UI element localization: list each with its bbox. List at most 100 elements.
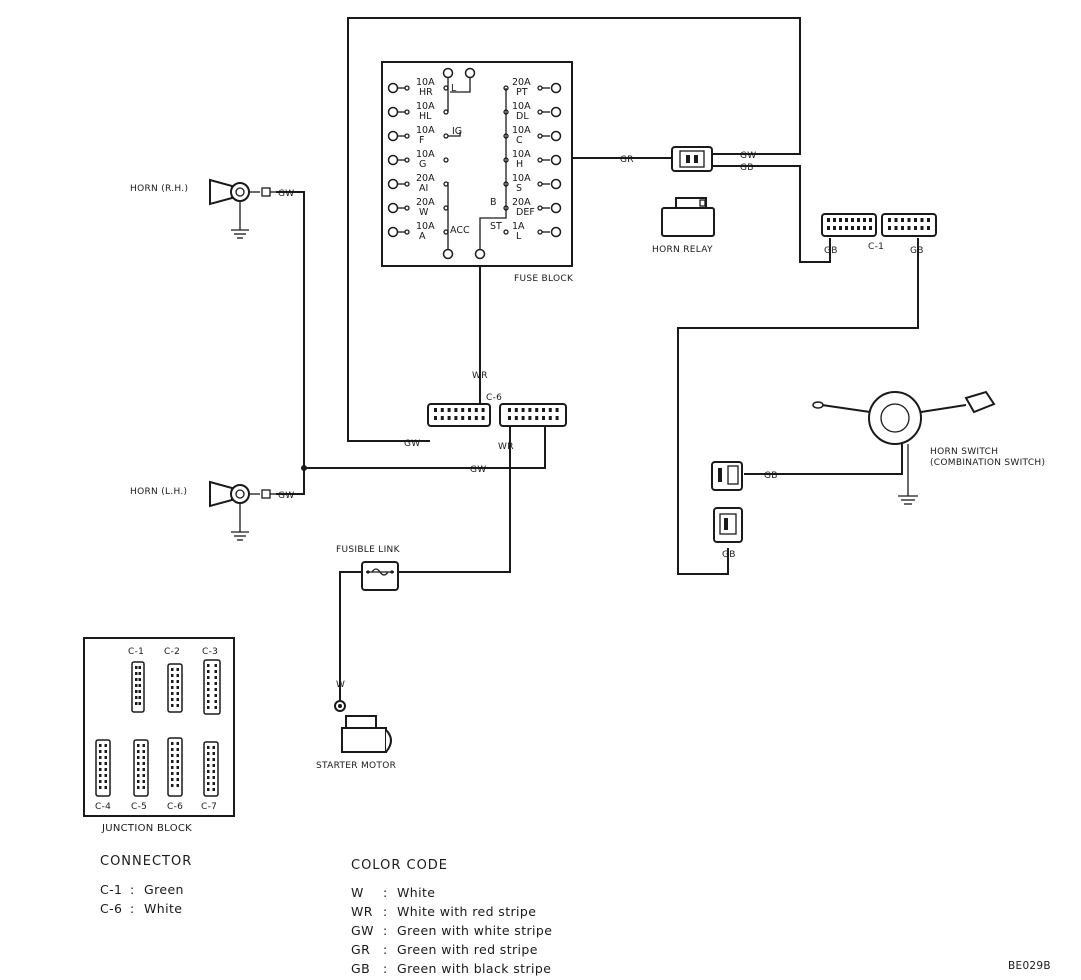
fuse-code: S	[516, 183, 522, 194]
horn-switch-sublabel: (COMBINATION SWITCH)	[930, 458, 1045, 468]
legend-code: C-1	[100, 882, 123, 897]
connector-pin	[535, 408, 539, 412]
fuse-code: C	[516, 135, 523, 146]
connector-pin	[845, 218, 848, 222]
color-code-title: COLOR CODE	[351, 858, 449, 873]
fuse-amp: 20A	[512, 197, 531, 208]
fusible-link-label: FUSIBLE LINK	[336, 545, 401, 555]
connector-pin	[528, 416, 532, 420]
fuse-block-label: FUSE BLOCK	[514, 274, 574, 284]
wires	[276, 17, 919, 700]
junction-connector-label: C-1	[128, 647, 144, 657]
fuse-code: AI	[419, 183, 428, 194]
connector-pin	[481, 408, 485, 412]
bus-l	[447, 78, 471, 112]
horn-switch-label: HORN SWITCH	[930, 447, 998, 457]
fuse-code: DL	[516, 111, 529, 122]
connector-pin	[454, 416, 458, 420]
wire-label-gr: GR	[620, 155, 634, 165]
connector-pin	[920, 226, 924, 230]
legend-code: GW	[351, 923, 374, 938]
connector-pin	[434, 416, 437, 420]
wire-label-gb-lower: GB	[722, 550, 736, 560]
junction-block-label: JUNCTION BLOCK	[101, 823, 192, 834]
legend-separator: :	[383, 923, 388, 938]
connector-pin	[839, 226, 842, 230]
fuse-amp: 10A	[416, 125, 435, 136]
connector-pin	[851, 218, 854, 222]
connector-pin	[845, 226, 848, 230]
fuse-amp: 10A	[512, 125, 531, 136]
connector-pin	[514, 408, 518, 412]
wire-w-starter	[339, 571, 362, 700]
wire-label-gw-relay: GW	[740, 151, 756, 161]
legend-separator: :	[130, 882, 135, 897]
connector-pin	[468, 408, 471, 412]
wire-label-gb-c1-right: GB	[910, 246, 924, 256]
fuse-amp: 10A	[512, 101, 531, 112]
connector-pin	[839, 218, 842, 222]
bus-label-l: L	[451, 83, 457, 94]
junction-connector-c-6: C-6	[167, 737, 183, 812]
starter-motor-label: STARTER MOTOR	[316, 761, 396, 771]
fuse-code: HL	[419, 111, 432, 122]
connector-tag-c1: C-1	[868, 242, 884, 252]
fuse-code: W	[419, 207, 429, 218]
wire-label-gb-c1-left: GB	[824, 246, 838, 256]
fuse-code: F	[419, 135, 424, 146]
legend-name: White	[144, 901, 183, 916]
fusible-link	[361, 561, 399, 591]
fuse-code: G	[419, 159, 426, 170]
starter-motor	[334, 700, 392, 753]
connector-pin	[927, 218, 930, 222]
legend-name: White	[397, 885, 436, 900]
wire-gw-loop	[347, 17, 801, 442]
connector-pin	[440, 408, 444, 412]
legend-name: White with red stripe	[397, 904, 537, 919]
junction-connector-c-4: C-4	[95, 739, 111, 812]
junction-connector-label: C-2	[164, 647, 180, 657]
wire-gb-switch-lower	[677, 238, 919, 575]
horn-switch-connector-upper	[711, 461, 743, 491]
connector-c1	[821, 213, 937, 237]
connector-pin	[914, 218, 917, 222]
connector-pin	[474, 416, 478, 420]
connector-pin	[888, 218, 891, 222]
wire-gb-horn-switch	[744, 430, 903, 475]
wire-label-gb-relay: GB	[740, 163, 754, 173]
junction-connector-label: C-7	[201, 802, 217, 812]
legend-separator: :	[383, 904, 388, 919]
connector-pin	[851, 226, 854, 230]
connector-pin	[521, 408, 525, 412]
legend-code: C-6	[100, 901, 123, 916]
connector-pin	[447, 416, 451, 420]
fuse-amp: 10A	[416, 101, 435, 112]
legend-name: Green	[144, 882, 184, 897]
fuse-code: HR	[419, 87, 433, 98]
connector-pin	[833, 218, 836, 222]
legend-code: W	[351, 885, 364, 900]
fuse-amp: 10A	[512, 149, 531, 160]
connector-pin	[535, 416, 539, 420]
fuse-amp: 1A	[512, 221, 525, 232]
connector-pin	[863, 218, 866, 222]
wire-label-gw-lh: GW	[278, 491, 294, 501]
fuse-amp: 10A	[416, 77, 435, 88]
connector-pin	[474, 408, 478, 412]
junction-connector-c-7: C-7	[201, 741, 219, 812]
connector-c6	[427, 403, 567, 427]
legend-code: GB	[351, 961, 371, 976]
junction-connector-c-1: C-1	[128, 647, 145, 713]
connector-pin	[514, 416, 518, 420]
connector-pin	[907, 226, 911, 230]
connector-pin	[857, 226, 860, 230]
legend-separator: :	[383, 942, 388, 957]
bus-label-ig: IG	[452, 126, 462, 137]
connector-pin	[920, 218, 924, 222]
fuse-block	[381, 61, 573, 267]
